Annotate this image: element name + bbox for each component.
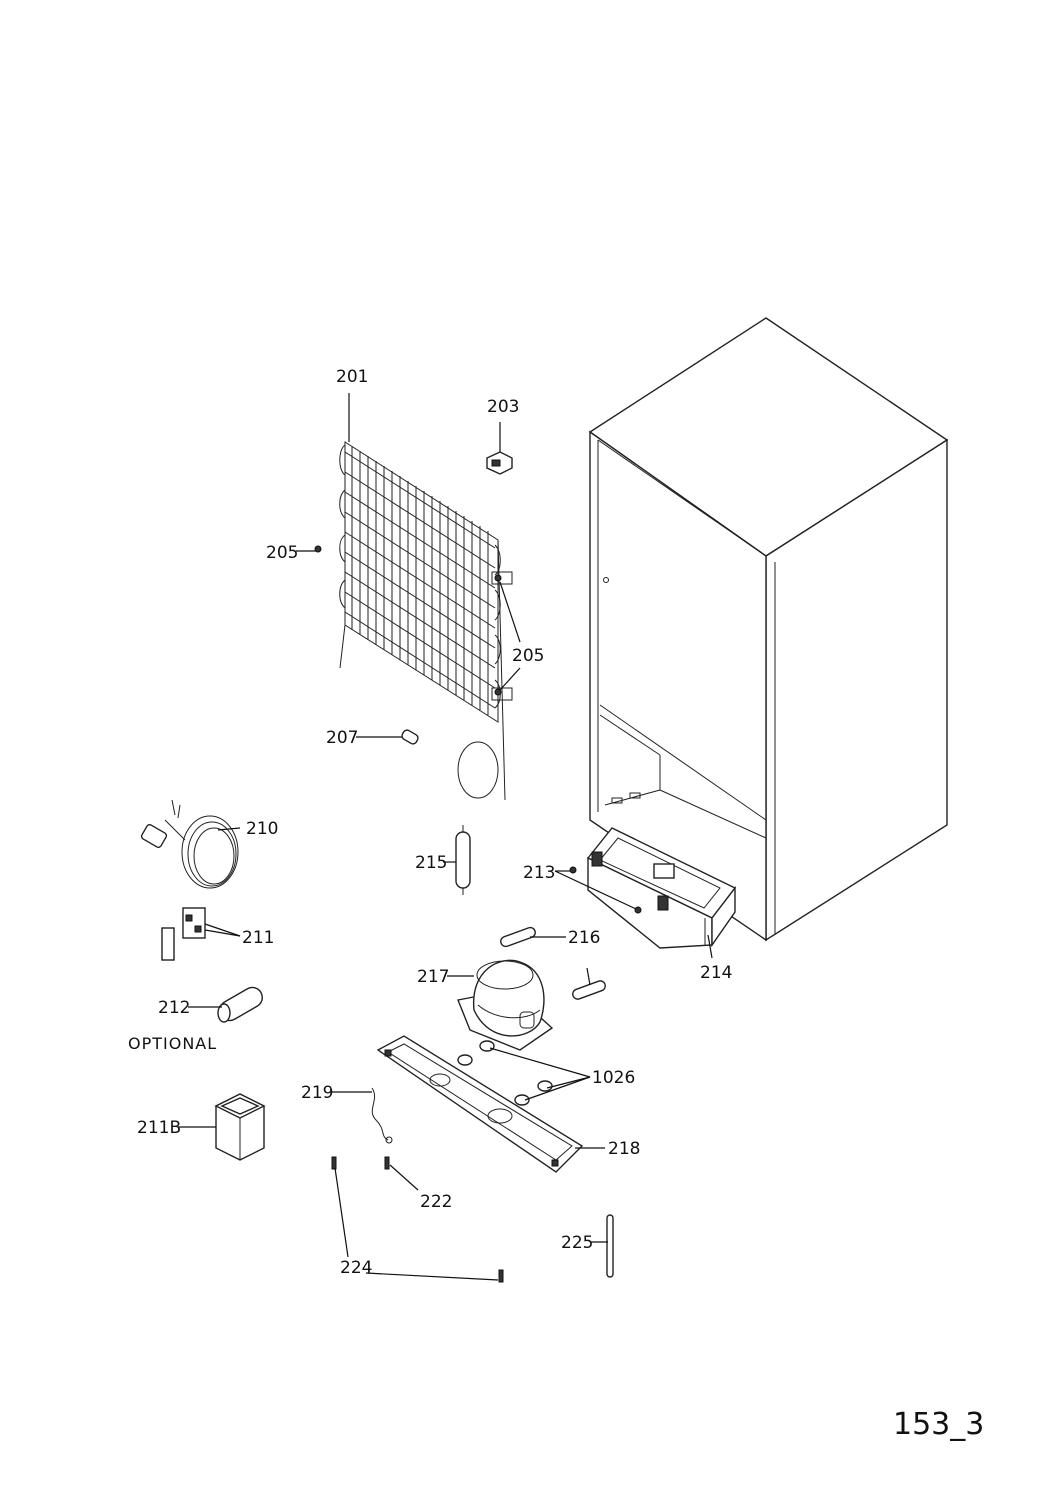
refrigerator-cabinet <box>588 317 949 942</box>
drip-tray-part-214 <box>569 827 737 949</box>
label-1026: 1026 <box>592 1068 635 1088</box>
part-number-labels: 201 203 205 205 207 210 211 212 OPTIONAL… <box>128 367 732 1278</box>
filter-drier-part-215 <box>455 825 471 895</box>
base-plate-part-218 <box>376 1035 584 1173</box>
label-210: 210 <box>246 819 278 839</box>
relay-box-part-211b <box>214 1093 266 1161</box>
ground-wire-part-219 <box>371 1087 393 1144</box>
grommet-part-1026 <box>457 1040 553 1106</box>
label-215: 215 <box>415 853 447 873</box>
label-212: 212 <box>158 998 190 1018</box>
label-213: 213 <box>523 863 555 883</box>
label-205-left: 205 <box>266 543 298 563</box>
screw-part-224 <box>331 1156 504 1283</box>
label-205-right: 205 <box>512 646 544 666</box>
capacitor-part-212 <box>217 986 263 1023</box>
condenser-coil <box>339 441 513 801</box>
terminal-block-part <box>486 451 513 475</box>
label-224: 224 <box>340 1258 372 1278</box>
leader-lines <box>178 393 713 1281</box>
label-203: 203 <box>487 397 519 417</box>
clamp-part-216 <box>500 926 606 1000</box>
label-225: 225 <box>561 1233 593 1253</box>
label-219: 219 <box>301 1083 333 1103</box>
optional-text: OPTIONAL <box>128 1034 217 1053</box>
label-201: 201 <box>336 367 368 387</box>
label-214: 214 <box>700 963 732 983</box>
clip-part-207 <box>401 729 419 745</box>
screw-part-205 <box>314 545 502 696</box>
label-216: 216 <box>568 928 600 948</box>
label-218: 218 <box>608 1139 640 1159</box>
compressor-part-217 <box>457 959 554 1051</box>
label-222: 222 <box>420 1192 452 1212</box>
relay-part-211 <box>161 907 206 961</box>
label-211: 211 <box>242 928 274 948</box>
label-207: 207 <box>326 728 358 748</box>
screw-part-222 <box>384 1156 390 1170</box>
label-211b: 211B <box>137 1118 181 1138</box>
power-cord-part <box>140 799 239 889</box>
tube-part-225 <box>606 1214 614 1278</box>
page-number: 153_3 <box>893 1407 984 1442</box>
label-217: 217 <box>417 967 449 987</box>
